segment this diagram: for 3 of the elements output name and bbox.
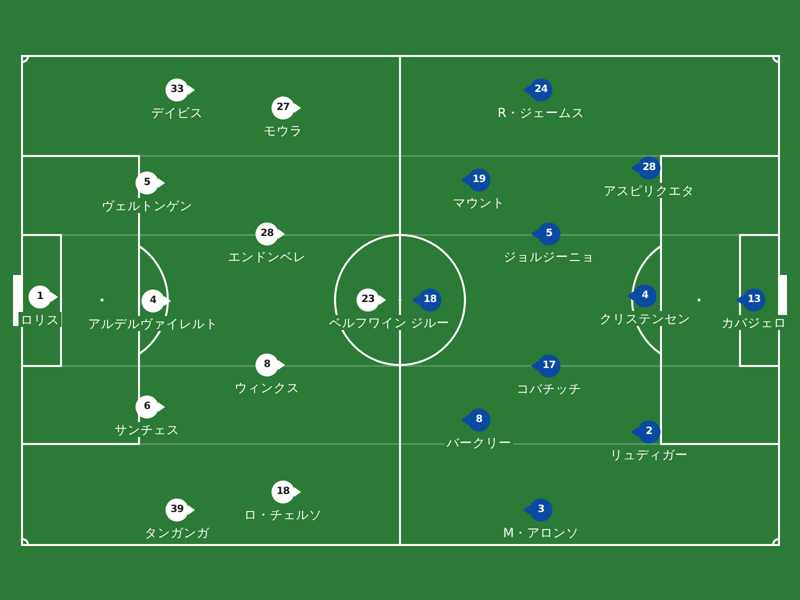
player-name: カバジェロ xyxy=(720,315,788,330)
player-name: ロリス xyxy=(18,312,62,327)
player-name: バークリー xyxy=(444,435,514,450)
